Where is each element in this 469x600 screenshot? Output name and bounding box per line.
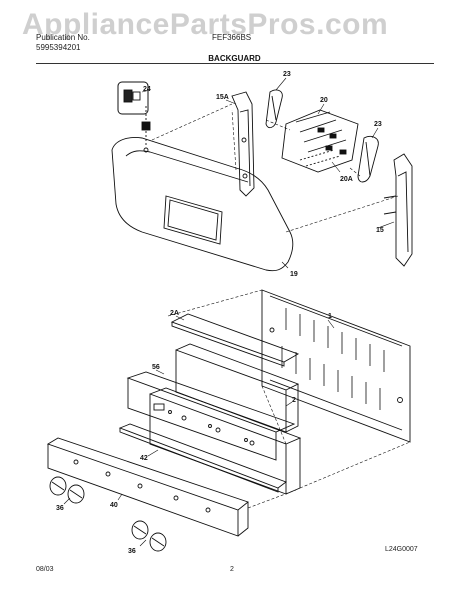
part-42-trim-strip xyxy=(118,423,287,493)
callout-23-top: 23 xyxy=(283,71,291,78)
callout-15: 15 xyxy=(376,227,384,234)
drawing-number: L24G0007 xyxy=(385,546,418,553)
page-number: 2 xyxy=(230,566,234,573)
footer-date: 08/03 xyxy=(36,566,54,573)
callout-labels: 24 23 15A 20 23 20A 15 19 1 2A 56 2 42 4… xyxy=(56,71,384,555)
callout-20a: 20A xyxy=(340,176,353,183)
callout-20: 20 xyxy=(320,97,328,104)
callout-2a: 2A xyxy=(170,310,179,317)
callout-40: 40 xyxy=(110,502,118,509)
part-20-control-board xyxy=(281,109,359,173)
title-rule xyxy=(36,63,434,64)
assembly-lines-bottom xyxy=(167,289,411,509)
part-2a-top-shield xyxy=(170,313,300,367)
publication-label: Publication No. xyxy=(36,33,90,42)
callout-15a: 15A xyxy=(216,94,229,101)
callout-56: 56 xyxy=(152,364,160,371)
publication-number: 5995394201 xyxy=(36,43,81,52)
part-19-control-panel xyxy=(111,137,294,272)
callout-23-right: 23 xyxy=(374,121,382,128)
part-23-clip-top xyxy=(265,89,283,129)
part-24-switch xyxy=(117,81,151,146)
part-40-manifold-panel xyxy=(46,437,249,537)
model-number: FEF366BS xyxy=(212,33,252,42)
callout-42: 42 xyxy=(140,455,148,462)
leader-lines xyxy=(63,77,395,547)
part-15a-left-bracket xyxy=(231,91,255,197)
callout-24: 24 xyxy=(143,86,151,93)
part-15-right-bracket xyxy=(383,153,413,267)
part-23-clip-right xyxy=(357,135,379,183)
callout-19: 19 xyxy=(290,271,298,278)
callout-36-left: 36 xyxy=(56,505,64,512)
part-2-panel xyxy=(149,387,302,495)
section-title: BACKGUARD xyxy=(208,54,261,63)
callout-1: 1 xyxy=(328,313,332,320)
callout-2: 2 xyxy=(292,397,296,404)
assembly-lines-top xyxy=(151,103,399,233)
part-36-knobs-right xyxy=(131,520,167,552)
callout-36-right: 36 xyxy=(128,548,136,555)
part-56-shield xyxy=(126,343,300,461)
part-36-knobs-left xyxy=(49,476,85,504)
